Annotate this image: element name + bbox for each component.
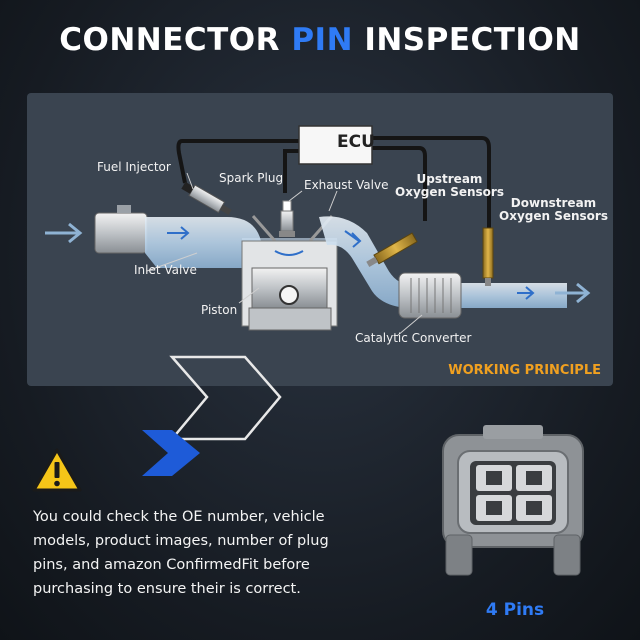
ecu-box <box>298 125 373 165</box>
pins-label: 4 Pins <box>485 600 545 620</box>
connector-icon <box>442 425 584 576</box>
title-highlight: PIN <box>291 22 354 58</box>
intake-arrow-icon <box>45 222 83 244</box>
catalytic-converter-label: Catalytic Converter <box>355 331 472 345</box>
warning-icon <box>32 448 82 492</box>
catalytic-converter-body <box>398 272 462 319</box>
exhaust-valve-label: Exhaust Valve <box>304 178 389 192</box>
spark-plug-label: Spark Plug <box>219 171 284 185</box>
working-principle-label: WORKING PRINCIPLE <box>448 363 601 378</box>
purchase-note: You could check the OE number, vehicle m… <box>33 509 329 597</box>
working-principle-panel: Fuel Injector Spark Plug Exhaust Valve U… <box>27 93 613 386</box>
engine-diagram <box>45 125 591 337</box>
page-title: CONNECTOR PIN INSPECTION <box>59 22 581 58</box>
piston-label: Piston <box>201 303 238 317</box>
chevron-arrow-icon <box>142 355 282 476</box>
exhaust-arrow-icon <box>555 282 591 304</box>
inlet-valve-label: Inlet Valve <box>134 263 197 277</box>
ecu-label: ECU <box>337 132 375 152</box>
fuel-injector-label: Fuel Injector <box>97 160 171 174</box>
